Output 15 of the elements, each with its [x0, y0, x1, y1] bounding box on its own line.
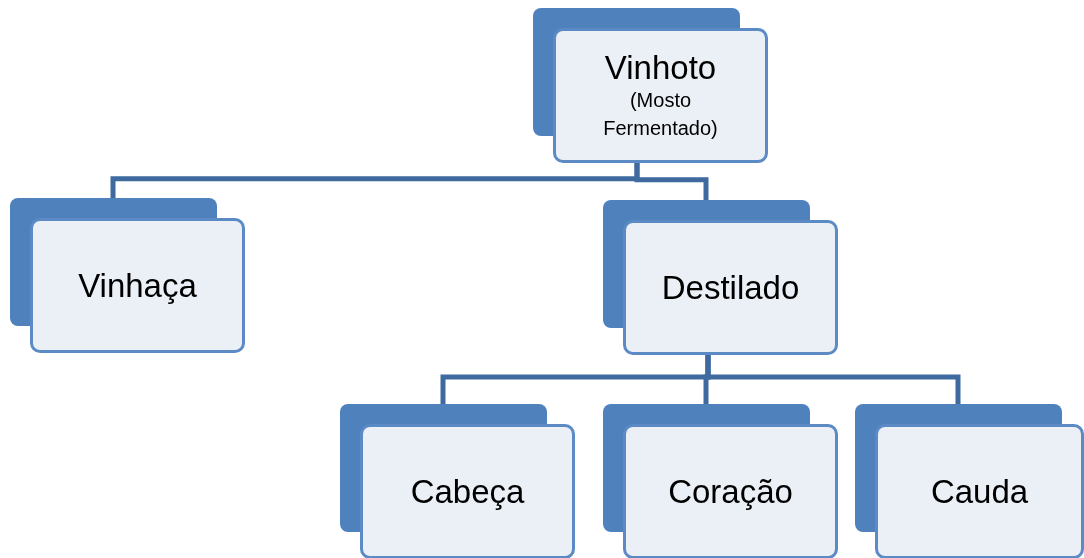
process-box	[855, 404, 1084, 558]
node-label: Vinhoto	[604, 48, 717, 87]
process-box	[603, 404, 838, 558]
node-sublabel: (Mosto Fermentado)	[602, 88, 719, 142]
process-box	[10, 198, 245, 353]
process-box	[603, 200, 838, 355]
node-label: Cauda	[930, 472, 1029, 511]
process-box	[533, 8, 768, 163]
process-box	[340, 404, 575, 558]
node-label: Cabeça	[410, 472, 525, 511]
connector-line	[705, 355, 961, 404]
node-label: Destilado	[661, 268, 800, 307]
node-label: Vinhaça	[78, 266, 197, 305]
connector-line	[634, 163, 709, 200]
node-label: Coração	[668, 472, 793, 511]
